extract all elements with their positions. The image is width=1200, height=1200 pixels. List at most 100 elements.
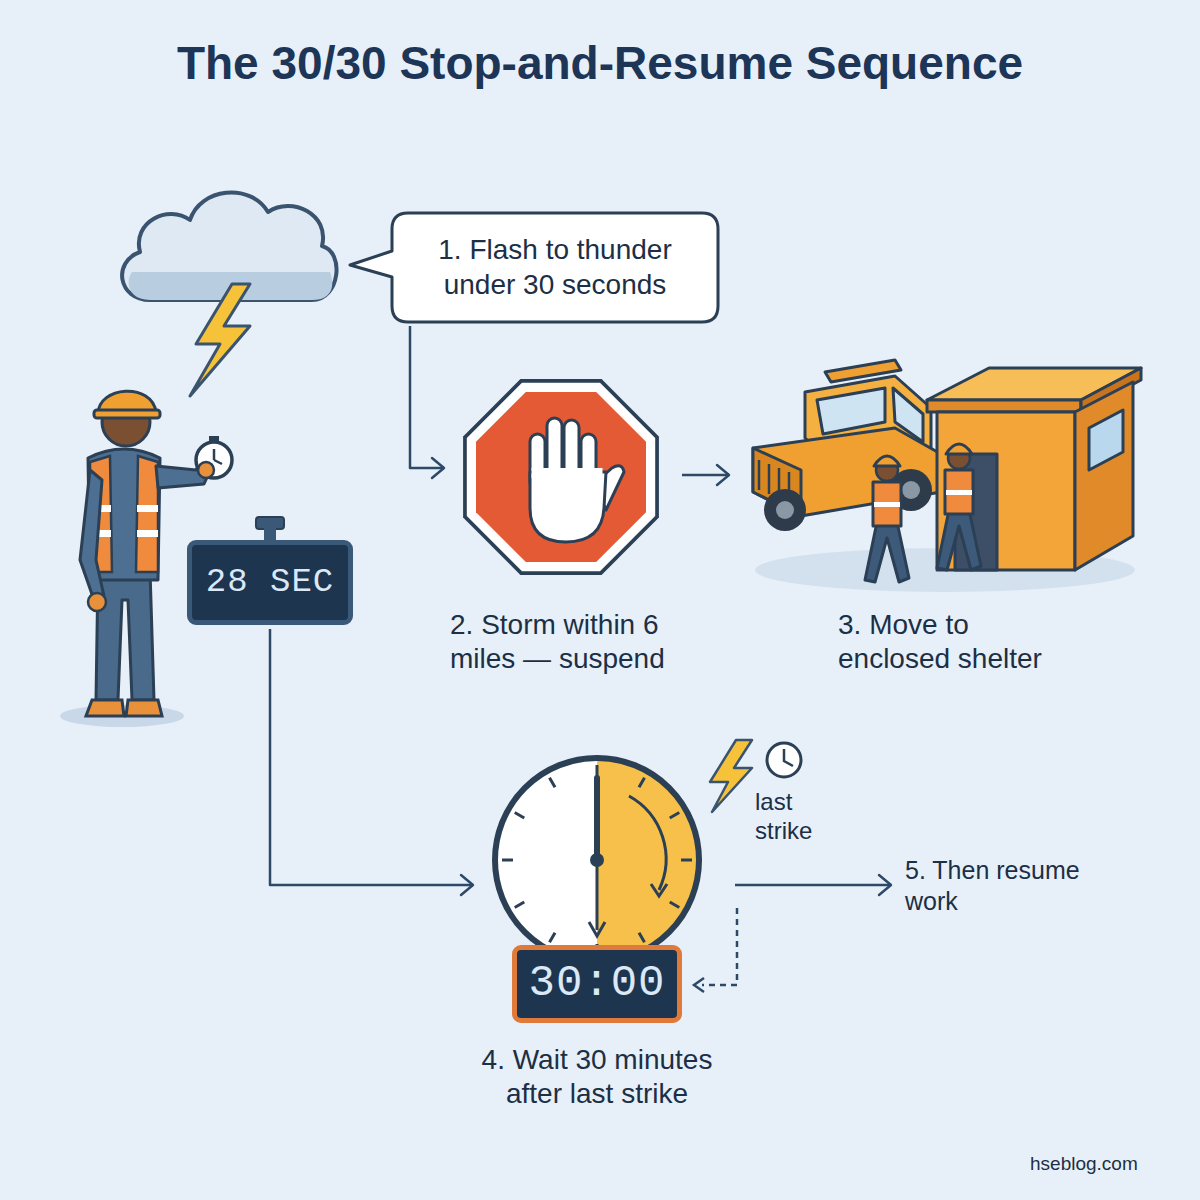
hand-palm: [532, 468, 603, 478]
watermark: hseblog.com: [1030, 1152, 1190, 1175]
clock-center: [590, 853, 604, 867]
arrowhead: [432, 458, 444, 478]
worker-vest: [946, 490, 972, 495]
connector-line: [735, 884, 891, 887]
hand-palm: [530, 472, 606, 542]
connector-line: [410, 326, 444, 468]
stop-sign-shape: [456, 372, 666, 582]
dashed-leader: [694, 908, 737, 992]
worker-vest: [873, 482, 901, 526]
worker-vest: [945, 470, 973, 514]
truck-window: [817, 388, 885, 434]
caption-wrap: 4. Wait 30 minutes after last strike: [457, 1043, 737, 1111]
clock-tick: [639, 933, 645, 943]
worker-figure: [126, 700, 162, 716]
flow-arrow: [410, 326, 444, 478]
worker-figure: [96, 570, 154, 700]
worker-vest: [874, 502, 900, 507]
speech-bubble: 1. Flash to thunder under 30 seconds: [392, 213, 718, 322]
clock-tick: [515, 813, 525, 819]
clock-tick: [670, 902, 680, 908]
clock-hand: [596, 860, 599, 930]
clock-elapsed: [597, 758, 699, 962]
last-strike-icon: [767, 743, 801, 777]
stop-octagon: [463, 379, 659, 575]
storm-cloud: [122, 192, 336, 300]
worker-figure: [94, 410, 160, 418]
last-strike-icon: [784, 749, 793, 766]
storm-cloud: [122, 192, 336, 300]
step-caption: 3. Move to enclosed shelter: [838, 608, 1068, 676]
clock-tick: [681, 859, 692, 862]
display-knob: [256, 517, 284, 529]
stop-octagon: [476, 392, 646, 562]
worker-figure: [80, 470, 104, 600]
shelter-front: [937, 412, 1075, 570]
truck-wheel: [902, 481, 920, 499]
clock-rim: [495, 758, 699, 962]
stop-sign: 2. Storm within 6 miles — suspend: [456, 372, 666, 582]
label-wrap: last strike: [755, 787, 845, 846]
connector-line: [270, 629, 473, 885]
clock-hand: [589, 922, 605, 936]
worker-helmet: [946, 444, 972, 454]
speech-bubble-shape: [392, 213, 718, 322]
worker-figure: [137, 530, 158, 537]
clock-hand: [594, 778, 600, 860]
arrowhead: [717, 465, 729, 485]
worker-figure: [136, 456, 158, 572]
worker-helmet: [874, 456, 900, 466]
step-text: 5. Then resume work: [905, 855, 1095, 916]
shelter-roof: [927, 400, 1081, 412]
flow-arrow: [735, 875, 891, 895]
truck-wheel: [776, 501, 794, 519]
timer-readout: 30:00: [528, 957, 665, 1011]
step-text: 1. Flash to thunder under 30 seconds: [412, 233, 698, 301]
truck-grille: [758, 460, 761, 490]
clock-tick: [639, 778, 645, 788]
truck-grille: [768, 464, 771, 494]
arrowhead: [461, 875, 473, 895]
arrowhead: [879, 875, 891, 895]
last-strike-icon: [710, 740, 752, 812]
diagram-title: The 30/30 Stop-and-Resume Sequence: [0, 36, 1200, 91]
worker-figure: [209, 436, 219, 443]
worker-figure: [198, 462, 214, 478]
progress-arrow: [651, 884, 667, 896]
step-caption: 2. Storm within 6 miles — suspend: [450, 608, 710, 676]
clock-tick: [596, 765, 599, 776]
shelter-side: [1075, 382, 1133, 570]
dashed-leader: [694, 978, 704, 992]
clock-tick: [515, 902, 525, 908]
worker-figure: [137, 505, 158, 512]
timer-display: 30:00: [512, 945, 682, 1023]
clock-tick: [550, 933, 556, 943]
clock-tick: [502, 859, 513, 862]
worker-figure: [196, 442, 232, 478]
worker-figure: [213, 449, 216, 460]
timer-readout: 28 SEC: [206, 562, 334, 603]
worker-legs: [865, 522, 909, 582]
resume-step: 5. Then resume work: [905, 855, 1095, 935]
worker-figure: [86, 700, 124, 716]
caption-wrap: 2. Storm within 6 miles — suspend: [450, 608, 710, 676]
display-knob: [256, 517, 284, 542]
stopwatch-display: 28 SEC: [187, 540, 353, 625]
worker-figure: [214, 460, 222, 464]
clock-face: [495, 758, 597, 962]
progress-arrow: [629, 796, 666, 890]
bubble-outline: [350, 213, 718, 322]
label-wrap: hseblog.com: [1030, 1152, 1190, 1175]
connector-line: [682, 474, 729, 477]
shelter-window: [1089, 410, 1123, 470]
stop-octagon: [467, 383, 655, 571]
truck-wheel: [764, 489, 806, 531]
clock-timer: 4. Wait 30 minutes after last strike30:0…: [487, 750, 707, 1025]
icon-label: last strike: [755, 787, 845, 846]
worker-figure: [88, 593, 106, 611]
clock-tick: [550, 778, 556, 788]
shelter-illustration: 3. Move to enclosed shelter: [745, 330, 1140, 605]
clock-tick: [670, 813, 680, 819]
